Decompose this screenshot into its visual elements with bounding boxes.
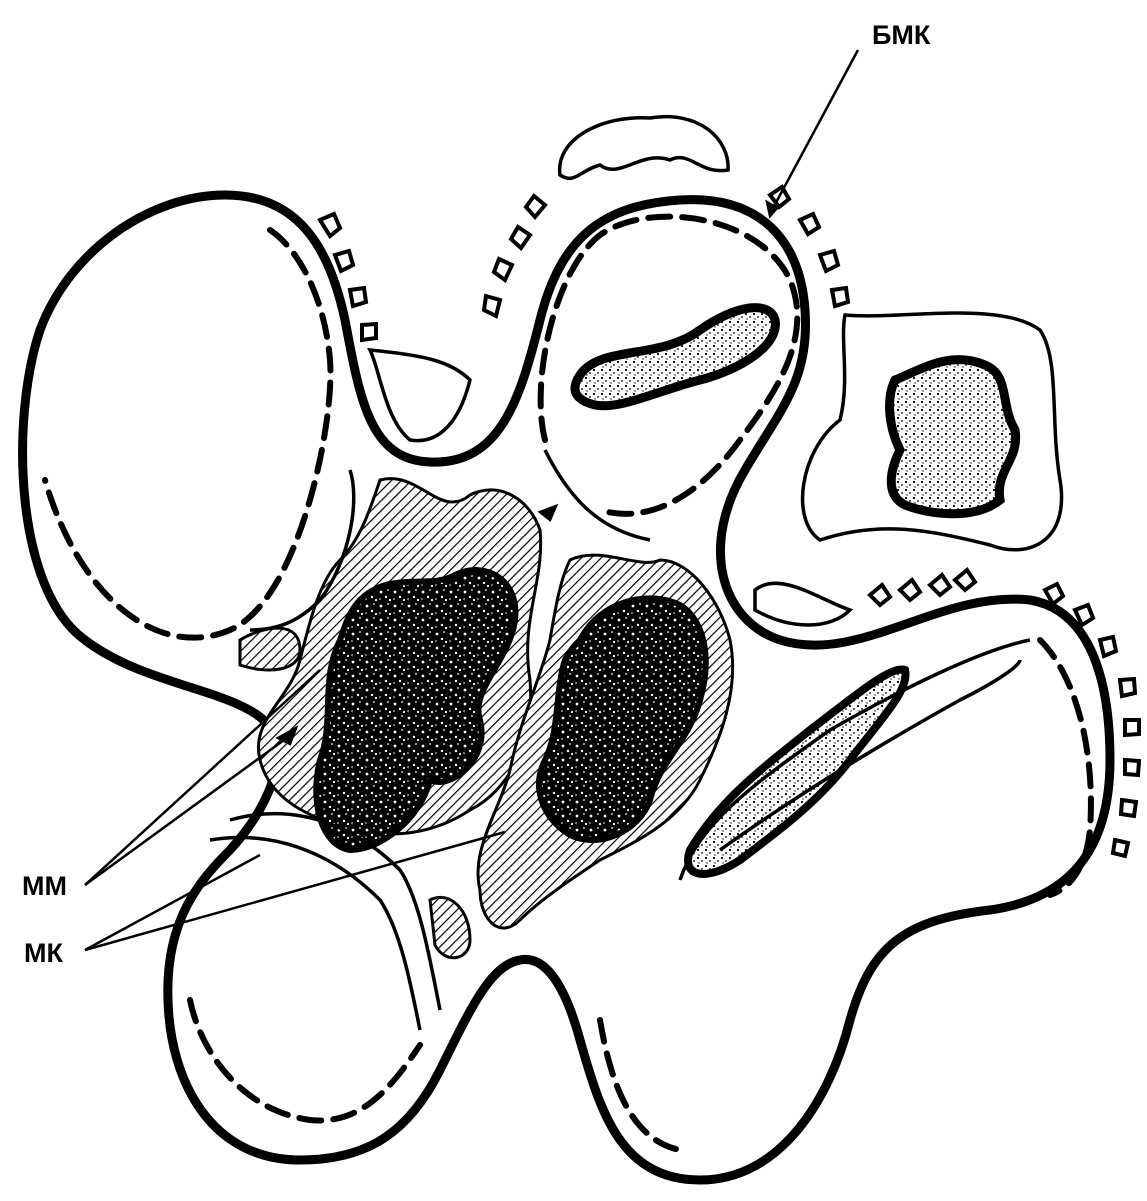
mesangial-matrix-bottom [430,897,470,957]
label-mm: ММ [22,871,67,901]
label-mk: МК [24,938,63,968]
podocyte-nucleus [890,360,1016,514]
mesangial-matrix-small [240,628,300,670]
label-bmk: БМК [872,20,931,50]
capillary-cell-upper [575,308,775,406]
